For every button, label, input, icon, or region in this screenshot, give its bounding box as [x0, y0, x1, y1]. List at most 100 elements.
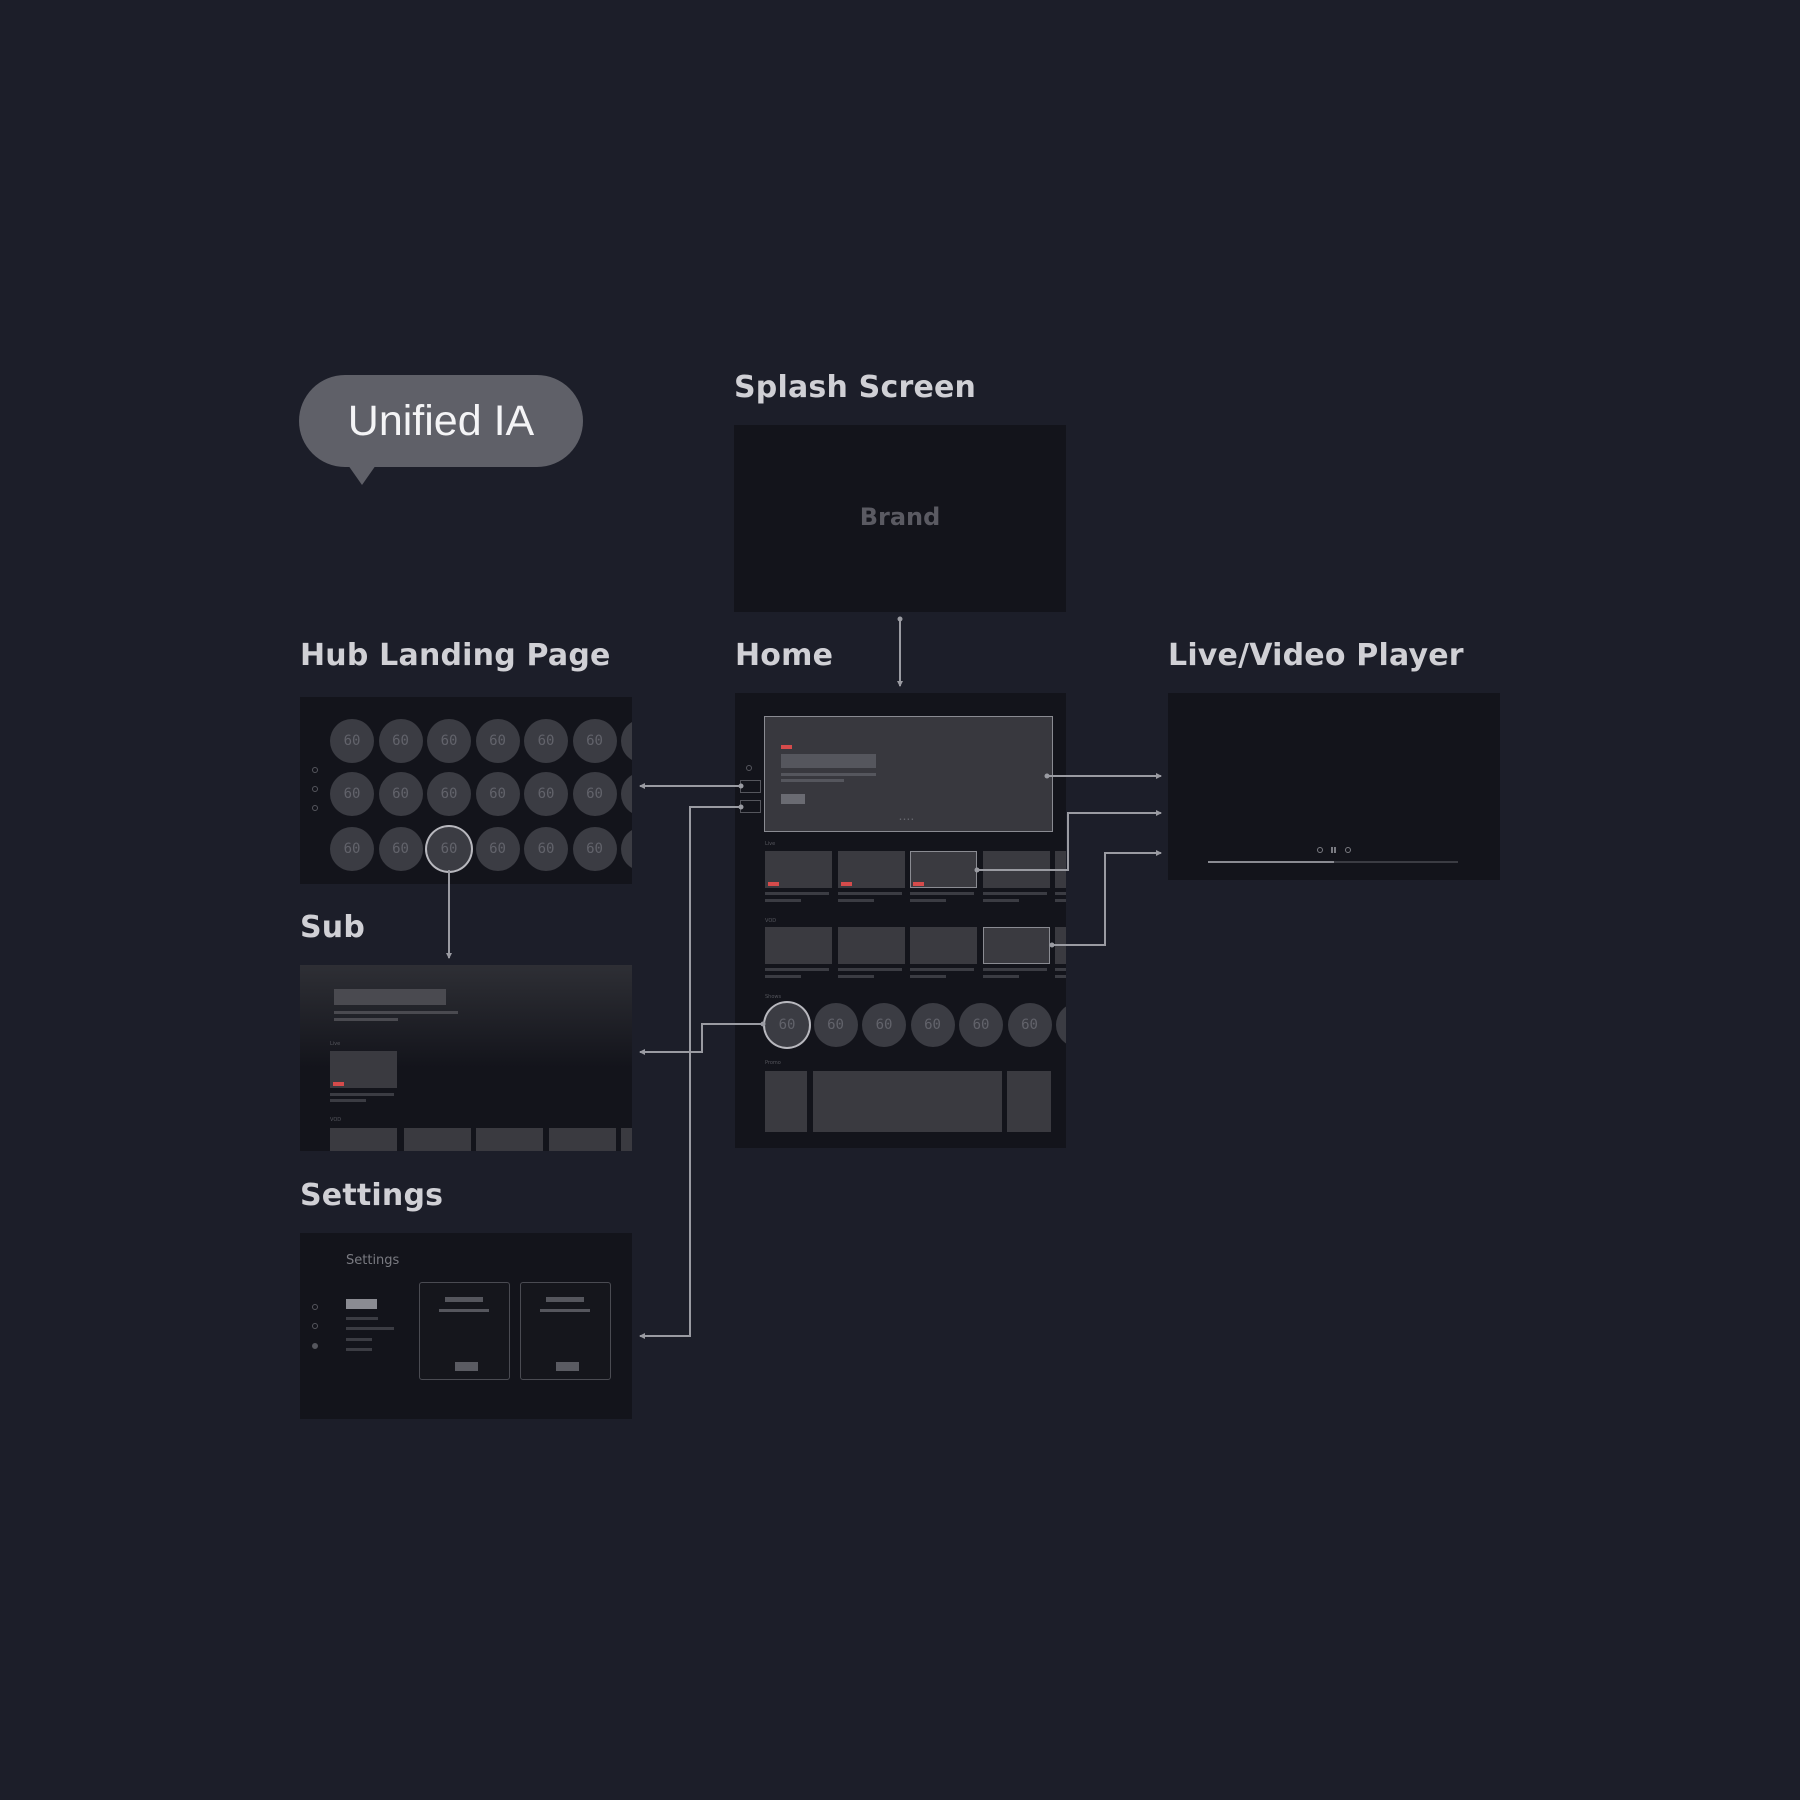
- show-circle[interactable]: 60: [621, 719, 632, 763]
- hub-landing-frame[interactable]: 6060606060606060606060606060606060606060…: [300, 697, 632, 884]
- vod-tile[interactable]: [838, 927, 905, 964]
- sub-vod-tile[interactable]: [476, 1128, 543, 1151]
- show-circle[interactable]: 60: [621, 827, 632, 871]
- live-tile[interactable]: [765, 851, 832, 888]
- show-circle[interactable]: 60: [765, 1003, 809, 1047]
- live-tag: [913, 882, 924, 886]
- connector-home-settings: [639, 806, 741, 1339]
- settings-menu-item[interactable]: [346, 1338, 372, 1341]
- show-circle[interactable]: 60: [572, 719, 617, 763]
- sub-vod-tile[interactable]: [404, 1128, 471, 1151]
- show-circle[interactable]: 60: [427, 827, 471, 871]
- home-hero-banner[interactable]: ••••: [764, 716, 1053, 832]
- nav-dot: [312, 1323, 318, 1329]
- nav-dot: [312, 805, 318, 811]
- tile-line: [1055, 899, 1066, 902]
- show-circle[interactable]: 60: [475, 719, 520, 763]
- settings-menu-item[interactable]: [346, 1348, 372, 1351]
- show-circle[interactable]: 60: [813, 1003, 858, 1047]
- show-circle[interactable]: 60: [427, 772, 471, 816]
- hero-pager[interactable]: ••••: [899, 817, 915, 823]
- tile-line: [765, 892, 829, 895]
- show-circle[interactable]: 60: [910, 1003, 955, 1047]
- hero-title: [781, 754, 876, 768]
- settings-menu-selected[interactable]: [346, 1299, 377, 1309]
- show-logo: 60: [392, 733, 409, 749]
- vod-tile[interactable]: [765, 927, 832, 964]
- forward-icon[interactable]: [1345, 847, 1351, 853]
- show-circle[interactable]: 60: [1007, 1003, 1052, 1047]
- splash-screen-frame[interactable]: Brand: [734, 425, 1066, 612]
- settings-card[interactable]: [520, 1282, 611, 1380]
- player-frame[interactable]: [1168, 693, 1500, 880]
- show-circle[interactable]: 60: [330, 827, 374, 871]
- nav-dot: [746, 765, 752, 771]
- show-circle[interactable]: 60: [378, 719, 423, 763]
- show-circle[interactable]: 60: [572, 827, 617, 871]
- tile-line: [330, 1099, 366, 1102]
- pause-icon[interactable]: [1331, 847, 1333, 853]
- vod-tile[interactable]: [983, 927, 1050, 964]
- brand-text: Brand: [859, 503, 941, 531]
- sub-hero-title: [334, 989, 446, 1005]
- hero-line: [781, 779, 844, 782]
- card-button[interactable]: [556, 1362, 579, 1371]
- show-circle[interactable]: 60: [621, 772, 632, 816]
- tile-line: [1055, 975, 1066, 978]
- promo-tile[interactable]: [765, 1071, 807, 1132]
- vod-tile[interactable]: [910, 927, 977, 964]
- progress-track[interactable]: [1208, 861, 1458, 863]
- progress-fill: [1208, 861, 1334, 863]
- show-circle[interactable]: 60: [378, 772, 423, 816]
- sub-vod-tile[interactable]: [330, 1128, 397, 1151]
- show-circle[interactable]: 60: [475, 827, 520, 871]
- tile-line: [983, 892, 1047, 895]
- card-line: [439, 1309, 489, 1312]
- show-circle[interactable]: 60: [330, 719, 374, 763]
- show-logo: 60: [489, 841, 506, 857]
- sub-hero-line: [334, 1018, 398, 1021]
- connector-live-player: [977, 810, 1162, 871]
- hero-button[interactable]: [781, 794, 805, 804]
- show-circle[interactable]: 60: [378, 827, 423, 871]
- show-circle[interactable]: 60: [330, 772, 374, 816]
- show-circle[interactable]: 60: [524, 719, 568, 763]
- settings-menu-item[interactable]: [346, 1327, 394, 1330]
- tile-line: [983, 899, 1019, 902]
- home-live-label: Live: [765, 841, 776, 847]
- settings-frame[interactable]: Settings: [300, 1233, 632, 1419]
- show-circle[interactable]: 60: [1056, 1003, 1066, 1047]
- show-circle[interactable]: 60: [427, 719, 471, 763]
- show-logo: 60: [924, 1017, 941, 1033]
- tile-line: [765, 968, 829, 971]
- sub-live-tile[interactable]: [330, 1051, 397, 1088]
- show-circle[interactable]: 60: [475, 772, 520, 816]
- live-tag: [768, 882, 779, 886]
- live-tag: [841, 882, 852, 886]
- sub-vod-label: VOD: [330, 1117, 342, 1123]
- sub-vod-tile[interactable]: [621, 1128, 632, 1151]
- show-circle[interactable]: 60: [862, 1003, 906, 1047]
- live-tile[interactable]: [838, 851, 905, 888]
- pause-icon[interactable]: [1334, 847, 1336, 853]
- tile-line: [983, 975, 1019, 978]
- promo-tile[interactable]: [813, 1071, 1002, 1132]
- sub-vod-tile[interactable]: [549, 1128, 616, 1151]
- promo-tile[interactable]: [1007, 1071, 1051, 1132]
- settings-card[interactable]: [419, 1282, 510, 1380]
- home-promo-label: Promo: [765, 1060, 781, 1066]
- tile-line: [765, 975, 801, 978]
- nav-dot: [312, 1304, 318, 1310]
- card-button[interactable]: [455, 1362, 478, 1371]
- show-circle[interactable]: 60: [524, 827, 568, 871]
- show-logo: 60: [440, 733, 458, 749]
- tile-line: [983, 968, 1047, 971]
- show-circle[interactable]: 60: [959, 1003, 1003, 1047]
- tile-line: [838, 968, 902, 971]
- settings-menu-item[interactable]: [346, 1317, 378, 1320]
- rewind-icon[interactable]: [1317, 847, 1323, 853]
- show-circle[interactable]: 60: [572, 772, 617, 816]
- sub-frame[interactable]: Live VOD: [300, 965, 632, 1151]
- live-tile[interactable]: [910, 851, 977, 888]
- show-circle[interactable]: 60: [524, 772, 568, 816]
